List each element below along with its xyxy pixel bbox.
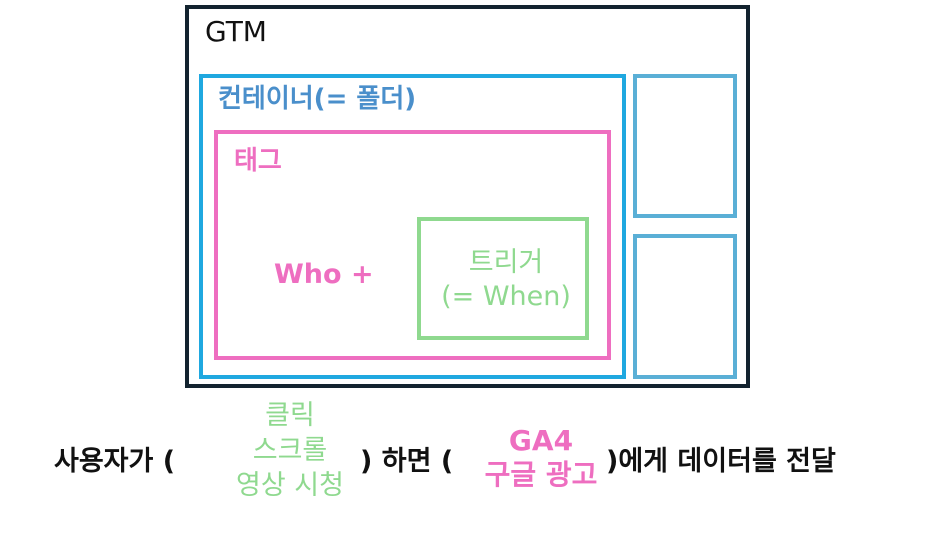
side-container-box-bottom [633,234,737,379]
container-label: 컨테이너(= 폴더) [218,84,417,114]
action-list: 클릭 스크롤 영상 시청 [210,398,370,503]
who-label: Who + [274,259,374,290]
sentence-part2: ) 하면 ( [360,446,454,477]
sentence-part3: )에게 데이터를 전달 [606,446,836,477]
container-box [199,74,626,379]
trigger-label-line2: (= When) [441,280,571,312]
action-item-scroll: 스크롤 [252,435,328,467]
action-item-click: 클릭 [265,400,315,431]
gtm-label: GTM [205,15,267,48]
trigger-label-line1: 트리거 [468,247,544,278]
side-container-box-top [633,74,737,218]
tag-box [214,130,611,360]
trigger-box [417,217,589,340]
action-item-video: 영상 시청 [236,470,344,502]
sentence-part1: 사용자가 ( [54,446,176,477]
gtm-box [185,5,750,388]
trigger-label: 트리거 (= When) [424,246,588,314]
destination-item-google-ads: 구글 광고 [484,457,598,491]
tag-label: 태그 [234,146,282,176]
destination-item-ga4: GA4 [508,424,574,457]
destination-list: GA4 구글 광고 [466,424,616,491]
